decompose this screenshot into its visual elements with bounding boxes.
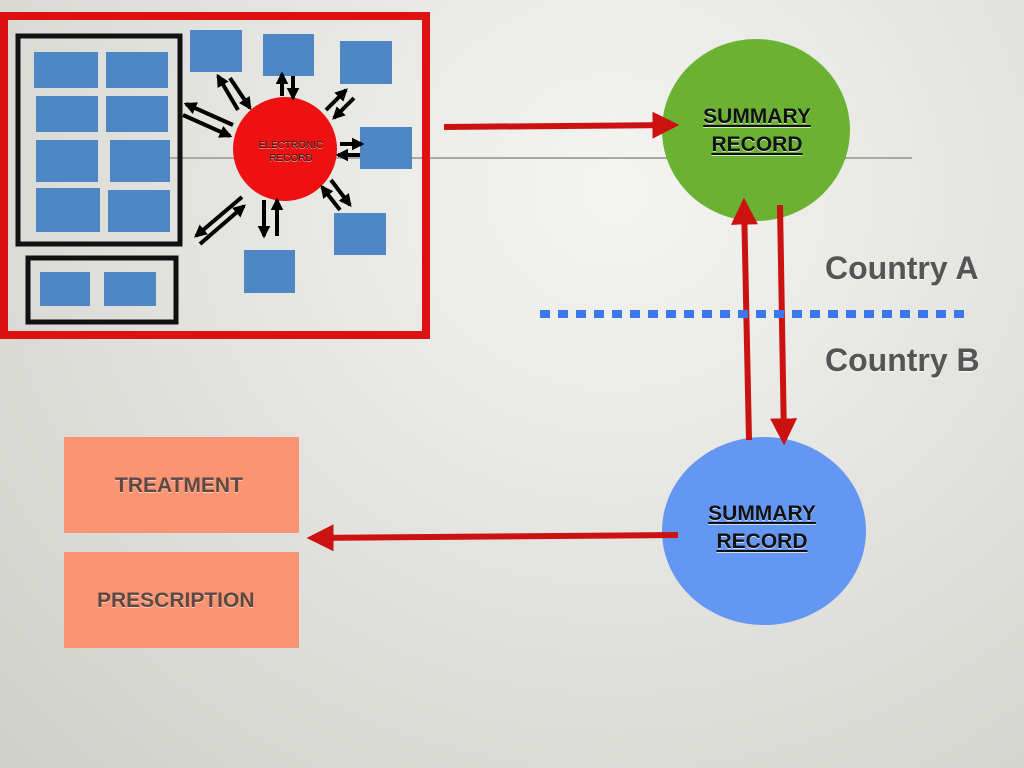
module-block [106, 96, 168, 132]
electronic-system-frame [0, 12, 430, 339]
module-panel-main [15, 33, 183, 247]
country-b-label: Country B [825, 342, 980, 378]
module-block [244, 250, 295, 293]
summary-record-b-label: SUMMARY RECORD [708, 502, 816, 553]
exchange-arrow [194, 195, 244, 238]
exchange-arrow [216, 73, 240, 112]
flow-arrows [306, 111, 798, 552]
module-block [104, 272, 156, 306]
module-block [110, 140, 170, 182]
module-block [40, 272, 90, 306]
prescription-label: PRESCRIPTION [97, 589, 255, 612]
exchange-arrow [182, 113, 233, 138]
electronic-record-label: ELECTRONIC RECORD [258, 140, 324, 164]
exchange-arrow [183, 102, 234, 127]
module-block [190, 30, 242, 72]
country-a-label: Country A [825, 250, 979, 286]
module-block [36, 96, 98, 132]
exchange-arrow [228, 76, 252, 111]
module-block [108, 190, 170, 232]
flow-arrow-to-outputs [306, 524, 679, 552]
flow-arrow-to-summary-a [443, 111, 680, 139]
module-block [263, 34, 314, 76]
module-block [334, 213, 386, 255]
module-block [340, 41, 392, 84]
summary-record-a-label: SUMMARY RECORD [703, 105, 811, 156]
exchange-arrow [198, 204, 246, 246]
module-panel-small [25, 255, 179, 325]
treatment-box [64, 437, 299, 533]
data-exchange-arrows [182, 71, 365, 246]
exchange-arrow [329, 178, 352, 208]
flow-arrow-b-to-a [730, 197, 758, 441]
module-block [36, 140, 98, 182]
exchange-arrow [324, 88, 348, 112]
module-block [34, 52, 98, 88]
module-block [106, 52, 168, 88]
summary-record-country-a [662, 39, 850, 221]
prescription-box [64, 552, 299, 648]
exchange-arrow [320, 184, 342, 212]
electronic-record-hub [233, 97, 337, 201]
flow-arrow-a-to-b [770, 204, 798, 446]
module-block [36, 188, 100, 232]
exchange-arrow [332, 96, 356, 120]
module-block [360, 127, 412, 169]
treatment-label: TREATMENT [115, 474, 243, 497]
summary-record-country-b [662, 437, 866, 625]
